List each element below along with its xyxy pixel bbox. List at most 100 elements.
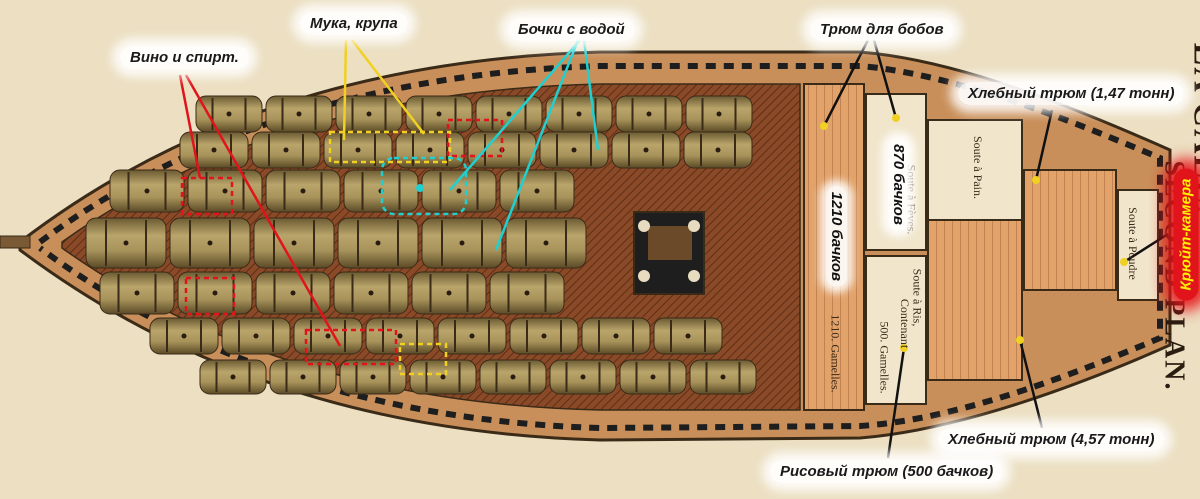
hatch-ring-br: [688, 270, 700, 282]
barrel-bung: [541, 333, 547, 339]
wine-line-1: [178, 74, 202, 179]
barrel-bung: [355, 147, 361, 153]
barrel-bung: [440, 374, 446, 380]
barrel-bung: [366, 111, 372, 117]
barrel-bung: [134, 290, 140, 296]
barrel-bung: [427, 147, 433, 153]
barrel-bung: [144, 188, 150, 194]
flour-line-2: [351, 39, 425, 135]
barrel-bung: [226, 111, 232, 117]
barrel-bung: [436, 111, 442, 117]
barrel-bung: [720, 374, 726, 380]
barrel-bung: [212, 290, 218, 296]
barrel-bung: [524, 290, 530, 296]
label-cold-room: Крюйт-камера: [1173, 168, 1199, 301]
cold-room-dot: [1120, 258, 1128, 266]
barrel-bung: [370, 374, 376, 380]
barrel-group: [85, 95, 757, 395]
barrel-bung: [534, 188, 540, 194]
water-line-3: [494, 39, 580, 251]
barrel-bung: [296, 111, 302, 117]
wine-marker-1: [180, 176, 234, 216]
barrel-bung: [543, 240, 549, 246]
barrel-bung: [643, 147, 649, 153]
flour-marker-1: [328, 130, 452, 164]
wine-marker-2: [184, 276, 236, 316]
hatch-ring-tr: [688, 220, 700, 232]
french-soute-poudre: Soute à Poudre: [1125, 207, 1140, 280]
label-rice: Рисовый трюм (500 бачков): [770, 460, 1004, 483]
barrel-bung: [571, 147, 577, 153]
wine-line-2: [184, 74, 342, 347]
barrel-bung: [646, 111, 652, 117]
label-bread-small: Хлебный трюм (1,47 тонн): [958, 82, 1185, 105]
flour-marker-2: [398, 342, 448, 376]
barrel-bung: [715, 147, 721, 153]
bread-small-dot: [1032, 176, 1040, 184]
barrel-bung: [469, 333, 475, 339]
label-870-barrels: 870 бачков: [887, 138, 909, 231]
barrel-bung: [375, 240, 381, 246]
label-flour: Мука, крупа: [300, 12, 408, 35]
label-beans-hold: Трюм для бобов: [810, 18, 954, 41]
barrel-bung: [368, 290, 374, 296]
barrel-bung: [613, 333, 619, 339]
barrel-bung: [325, 333, 331, 339]
hatch-ring-bl: [638, 270, 650, 282]
bread-small-line: [1034, 109, 1054, 181]
cold-room-line: [1123, 232, 1169, 264]
bread-large-line: [1018, 339, 1044, 429]
water-marker: [380, 156, 468, 216]
barrel-bung: [576, 111, 582, 117]
barrel-bung: [290, 290, 296, 296]
label-bread-large: Хлебный трюм (4,57 тонн): [938, 428, 1165, 451]
barrel-bung: [506, 111, 512, 117]
bowsprit: [0, 235, 31, 249]
barrel-bung: [580, 374, 586, 380]
barrel-bung: [123, 240, 129, 246]
barrel-bung: [207, 240, 213, 246]
beans-dot-1: [820, 122, 828, 130]
barrel-bung: [300, 188, 306, 194]
rice-line: [886, 347, 906, 459]
barrel-bung: [222, 188, 228, 194]
compartment-bread-planks: [1023, 169, 1117, 291]
beans-line-2: [872, 39, 898, 119]
rice-dot: [900, 344, 908, 352]
compartment-beans: [803, 83, 865, 411]
water-line-1: [449, 39, 581, 191]
barrel-bung: [459, 240, 465, 246]
compartment-bread-large: [927, 219, 1023, 381]
barrel-bung: [230, 374, 236, 380]
barrel-bung: [510, 374, 516, 380]
label-wine: Вино и спирт.: [120, 46, 249, 69]
barrel-bung: [211, 147, 217, 153]
barrel-bung: [300, 374, 306, 380]
barrel-bung: [456, 188, 462, 194]
french-1210-gamelles: 1210. Gamelles.: [828, 314, 843, 393]
wine-marker-3: [304, 328, 398, 366]
barrel-bung: [397, 333, 403, 339]
barrel-bung: [283, 147, 289, 153]
hatch-ring-tl: [638, 220, 650, 232]
label-water: Бочки с водой: [508, 18, 635, 41]
water-line-2: [582, 39, 600, 151]
barrel-bung: [181, 333, 187, 339]
beans-dot-2: [892, 114, 900, 122]
beans-line-1: [822, 39, 870, 127]
french-soute-pain: Soute à Pain.: [971, 136, 985, 199]
barrel-bung: [253, 333, 259, 339]
french-contenant: Contenant: [898, 298, 913, 349]
barrel-bung: [650, 374, 656, 380]
barrel-bung: [446, 290, 452, 296]
central-hatch-lid: [648, 226, 692, 260]
barrel-bung: [291, 240, 297, 246]
wine-marker-4: [446, 118, 504, 158]
water-dot: [416, 184, 424, 192]
label-1210-barrels: 1210 бачков: [826, 185, 848, 288]
bread-large-dot: [1016, 336, 1024, 344]
barrel-bung: [685, 333, 691, 339]
flour-line-1: [342, 39, 348, 141]
